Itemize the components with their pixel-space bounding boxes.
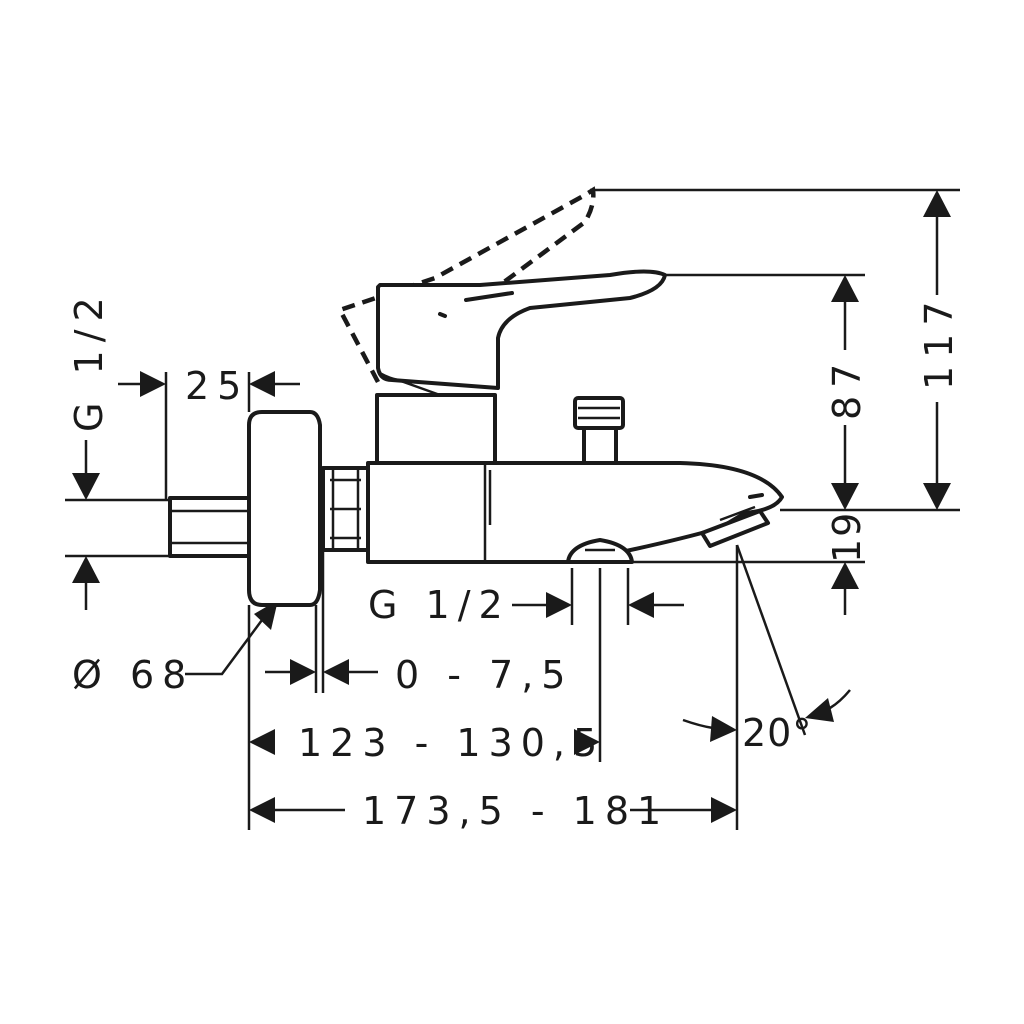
- label-height-spout: 19: [825, 511, 869, 563]
- aerator: [700, 509, 770, 548]
- label-diameter: Ø 68: [72, 653, 194, 697]
- label-flange-offset: 25: [185, 364, 249, 408]
- label-adjust-range: 0 - 7,5: [395, 653, 573, 697]
- dimension-arrows: [72, 190, 951, 823]
- label-angle: 20°: [742, 711, 812, 755]
- dimension-labels: G 1/2 25 Ø 68 0 - 7,5 G 1/2 123 - 130,5 …: [67, 289, 961, 833]
- threaded-connector: [168, 496, 252, 558]
- label-height-lever: 87: [825, 356, 869, 420]
- faucet-body: [168, 186, 784, 607]
- label-total-length: 173,5 - 181: [362, 789, 669, 833]
- cartridge-column: [375, 393, 497, 465]
- extension-lines: [65, 188, 960, 830]
- lever-handle: [376, 269, 667, 390]
- label-to-outlet: 123 - 130,5: [298, 721, 605, 765]
- label-height-total: 117: [917, 293, 961, 390]
- label-thread-bottom: G 1/2: [368, 583, 511, 627]
- diverter-knob-stem: [582, 423, 618, 465]
- diverter-knob: [573, 396, 625, 430]
- label-thread-left: G 1/2: [67, 289, 111, 432]
- wall-flange: [247, 410, 322, 607]
